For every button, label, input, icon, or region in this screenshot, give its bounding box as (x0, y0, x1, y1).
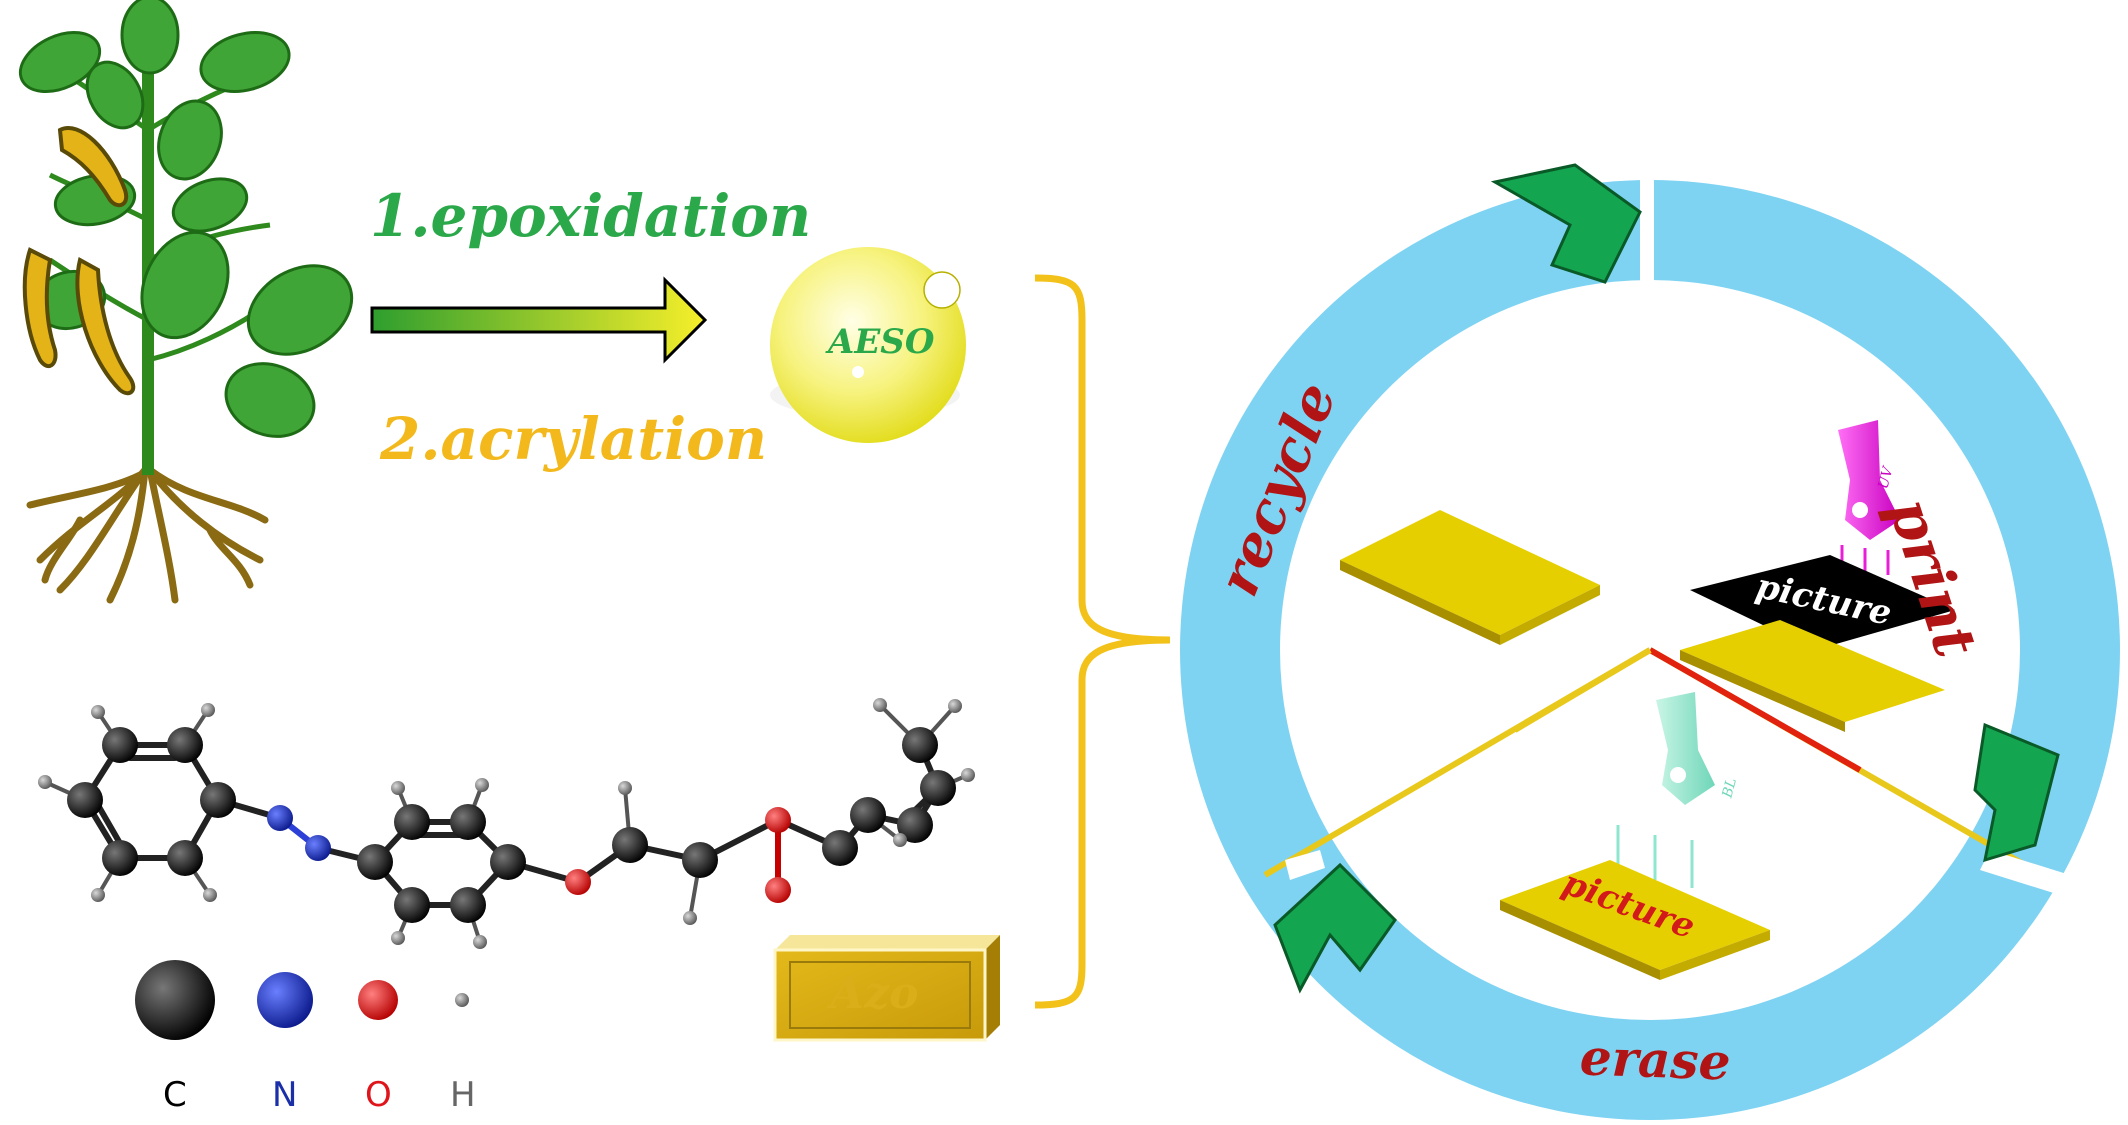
chevron-top (1490, 163, 1642, 284)
azo-label: Azo (830, 968, 919, 1019)
legend-ball-n (257, 972, 313, 1028)
cycle-label-erase: erase (1579, 1027, 1732, 1092)
bl-lamp (1616, 692, 1715, 888)
chevron-bottom (1273, 862, 1397, 994)
recycle-film (1340, 510, 1600, 645)
azo-block (773, 935, 1000, 1042)
legend-ball-c (135, 960, 215, 1040)
soybean-plant-illustration (18, 0, 354, 604)
legend-letter-o: O (365, 1075, 392, 1115)
legend-ball-h (455, 993, 469, 1007)
legend-letter-n: N (272, 1075, 298, 1115)
chevron-right (1973, 722, 2060, 863)
cycle-chevrons (1273, 163, 2060, 994)
azo-molecule-ball-stick (38, 698, 975, 949)
atom-legend (135, 960, 469, 1040)
print-film (1680, 620, 1945, 732)
cycle-ring (1180, 160, 2120, 1120)
step-acrylation-label: 2.acrylation (380, 405, 767, 473)
legend-ball-o (358, 980, 398, 1020)
erase-film (1500, 860, 1770, 980)
legend-letter-h: H (450, 1075, 476, 1115)
step-epoxidation-label: 1.epoxidation (370, 182, 812, 250)
photomask (1690, 555, 1955, 650)
aeso-sphere (770, 247, 966, 443)
aeso-label: AESO (828, 322, 935, 362)
combine-bracket (1034, 274, 1171, 1009)
process-arrow (370, 276, 708, 364)
legend-letter-c: C (163, 1075, 187, 1115)
